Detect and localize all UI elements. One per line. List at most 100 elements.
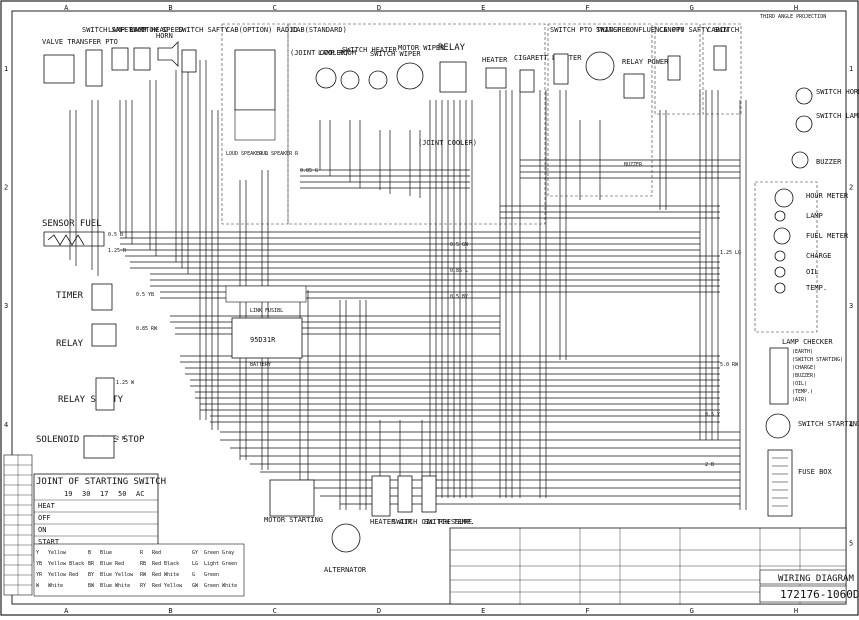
joint-row-label: HEAT <box>38 502 56 510</box>
column-label-bottom: G <box>690 607 694 615</box>
label-switch-safety: SWITCH SAFTY <box>178 26 229 34</box>
top-components: VALVE TRANSFER PTO SWITCH SAFETY CTOW SP… <box>42 26 739 168</box>
label-cabin: CABIN <box>707 26 728 34</box>
legend-code: YB <box>36 561 42 567</box>
cab-option-box <box>221 23 289 225</box>
cigarette-symbol <box>519 69 535 93</box>
wire-tag: 1.25 W <box>116 380 135 386</box>
label-lc-switch: (SWITCH STARTING) <box>792 357 843 363</box>
side-revision-lines <box>4 455 32 595</box>
column-label-top: F <box>585 4 589 12</box>
label-motor-starting: MOTOR STARTING <box>264 516 323 524</box>
projection-label: THIRD ANGLE PROJECTION <box>760 14 826 20</box>
label-relay-power: RELAY POWER <box>622 58 669 66</box>
label-canopy: CANOPY SAFTY SWITCH <box>659 26 739 34</box>
legend-name: Red Yellow <box>152 583 183 589</box>
legend-code: G <box>192 572 195 578</box>
label-speaker-l: LOUD SPEAKER L <box>226 151 268 157</box>
row-label-left: 1 <box>4 65 8 73</box>
radio-connector <box>234 109 276 141</box>
switch-pto-symbol <box>553 53 569 85</box>
meter-panel-box <box>754 181 818 333</box>
label-timer: TIMER <box>56 291 84 301</box>
pto-box <box>547 23 653 197</box>
label-lc-earth: (EARTH) <box>792 349 813 355</box>
joint-row-label: OFF <box>38 514 51 522</box>
relay-left-symbol <box>91 323 117 347</box>
switch-starting-symbol <box>765 413 791 439</box>
legend-name: White <box>48 583 63 589</box>
wire-tag: 1.25 LG <box>720 250 741 256</box>
label-battery-model: 95D31R <box>250 336 276 344</box>
legend-name: Yellow Red <box>48 572 78 578</box>
label-relay-top: RELAY <box>438 43 466 53</box>
label-joint-cooler-2: (JOINT COOLER) <box>418 139 477 147</box>
heater-air-symbol <box>371 475 391 517</box>
label-switch-oil: SWITCH OIL PRESSURE <box>392 518 472 526</box>
label-relay-safety: RELAY SAFETY <box>58 395 124 405</box>
label-lamp-checker: LAMP CHECKER <box>782 338 833 346</box>
wire-tag: 0.85 L <box>450 268 468 274</box>
column-label-bottom: B <box>168 607 172 615</box>
joint-table-title: JOINT OF STARTING SWITCH <box>36 477 166 487</box>
label-lamp-room: LAMP ROOM <box>318 49 356 57</box>
legend-name: Red Black <box>152 561 179 567</box>
label-charge: CHARGE <box>806 252 831 260</box>
switch-confluence-symbol <box>585 51 615 81</box>
harness-verticals <box>69 60 747 510</box>
wire-tag: 0.5 YB <box>136 292 154 298</box>
hour-meter-symbol <box>774 188 794 208</box>
switch-heater-symbol <box>340 70 360 90</box>
drawing-number: 172176-1060D <box>780 588 859 601</box>
link-fusible-symbol <box>225 285 307 303</box>
canopy-switch-symbol <box>667 55 681 81</box>
column-label-bottom: C <box>273 607 277 615</box>
row-label-left: 3 <box>4 302 8 310</box>
switch-lamp-symbol <box>795 115 813 133</box>
label-relay-left: RELAY <box>56 339 84 349</box>
label-motor-wiper: MOTOR WIPER <box>398 44 445 52</box>
column-label-top: D <box>377 4 381 12</box>
label-switch-wiper: SWITCH WIPER <box>370 50 421 58</box>
row-label-right: 4 <box>849 421 853 429</box>
legend-code: B <box>88 550 91 556</box>
cabin-box <box>702 23 742 115</box>
legend-name: Green Gray <box>204 550 234 556</box>
lamp-boom-symbol <box>111 47 129 71</box>
label-lc-oil: (OIL) <box>792 381 807 387</box>
legend-name: Red <box>152 550 161 556</box>
row-label-right: 3 <box>849 302 853 310</box>
canopy-box <box>654 23 701 115</box>
label-heater: HEATER <box>482 56 508 64</box>
switch-wiper-symbol <box>368 70 388 90</box>
valve-transfer-symbol <box>43 54 75 84</box>
joint-row-label: ON <box>38 526 46 534</box>
cab-standard-box <box>287 23 546 225</box>
legend-code: LG <box>192 561 198 567</box>
lamp-room-symbol <box>315 67 337 89</box>
motor-wiper-symbol <box>396 62 424 90</box>
legend-code: W <box>36 583 40 589</box>
lamp-symbol <box>774 210 786 222</box>
label-cab-option: CAB(OPTION) RADIO <box>226 26 298 34</box>
wire-tag: 2 R <box>116 436 126 442</box>
label-alternator: ALTERNATOR <box>324 566 367 574</box>
switch-safety-ctow-symbol <box>85 49 103 87</box>
wire-tag: 0.85 RW <box>136 326 158 332</box>
column-label-top: B <box>168 4 172 12</box>
label-speaker-r: LOUD SPEAKER R <box>256 151 299 157</box>
legend-name: Light Green <box>204 561 237 567</box>
row-label-left: 4 <box>4 421 8 429</box>
label-switch-heater: SWITCH HEATER <box>342 46 398 54</box>
battery-symbol <box>231 317 303 359</box>
column-label-bottom: D <box>377 607 381 615</box>
label-lc-charge: (CHARGE) <box>792 365 816 371</box>
switch-oil-symbol <box>397 475 413 513</box>
